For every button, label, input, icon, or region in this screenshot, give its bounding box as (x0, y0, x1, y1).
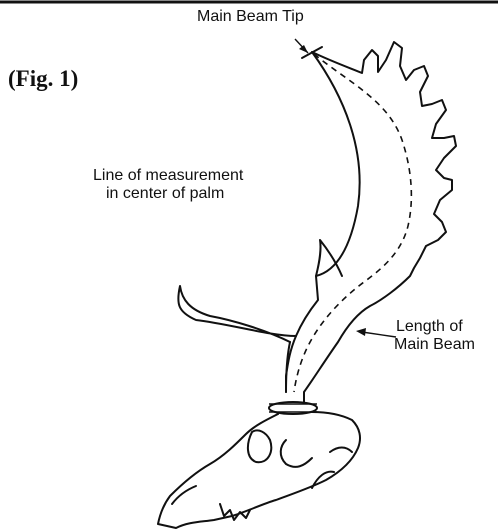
label-main-beam-tip: Main Beam Tip (197, 8, 304, 25)
main-beam-front-edge (286, 52, 360, 392)
burr-ring (269, 402, 317, 414)
label-length-of-main-beam-1: Length of (396, 318, 463, 335)
label-measurement-line-2: in center of palm (106, 185, 224, 202)
main-beam-arrow (356, 328, 396, 337)
deer-skull (158, 412, 360, 528)
brow-tine-lower (178, 286, 296, 342)
figure-number: (Fig. 1) (8, 66, 78, 91)
label-length-of-main-beam-2: Main Beam (394, 336, 475, 353)
label-measurement-line-1: Line of measurement (93, 167, 244, 184)
